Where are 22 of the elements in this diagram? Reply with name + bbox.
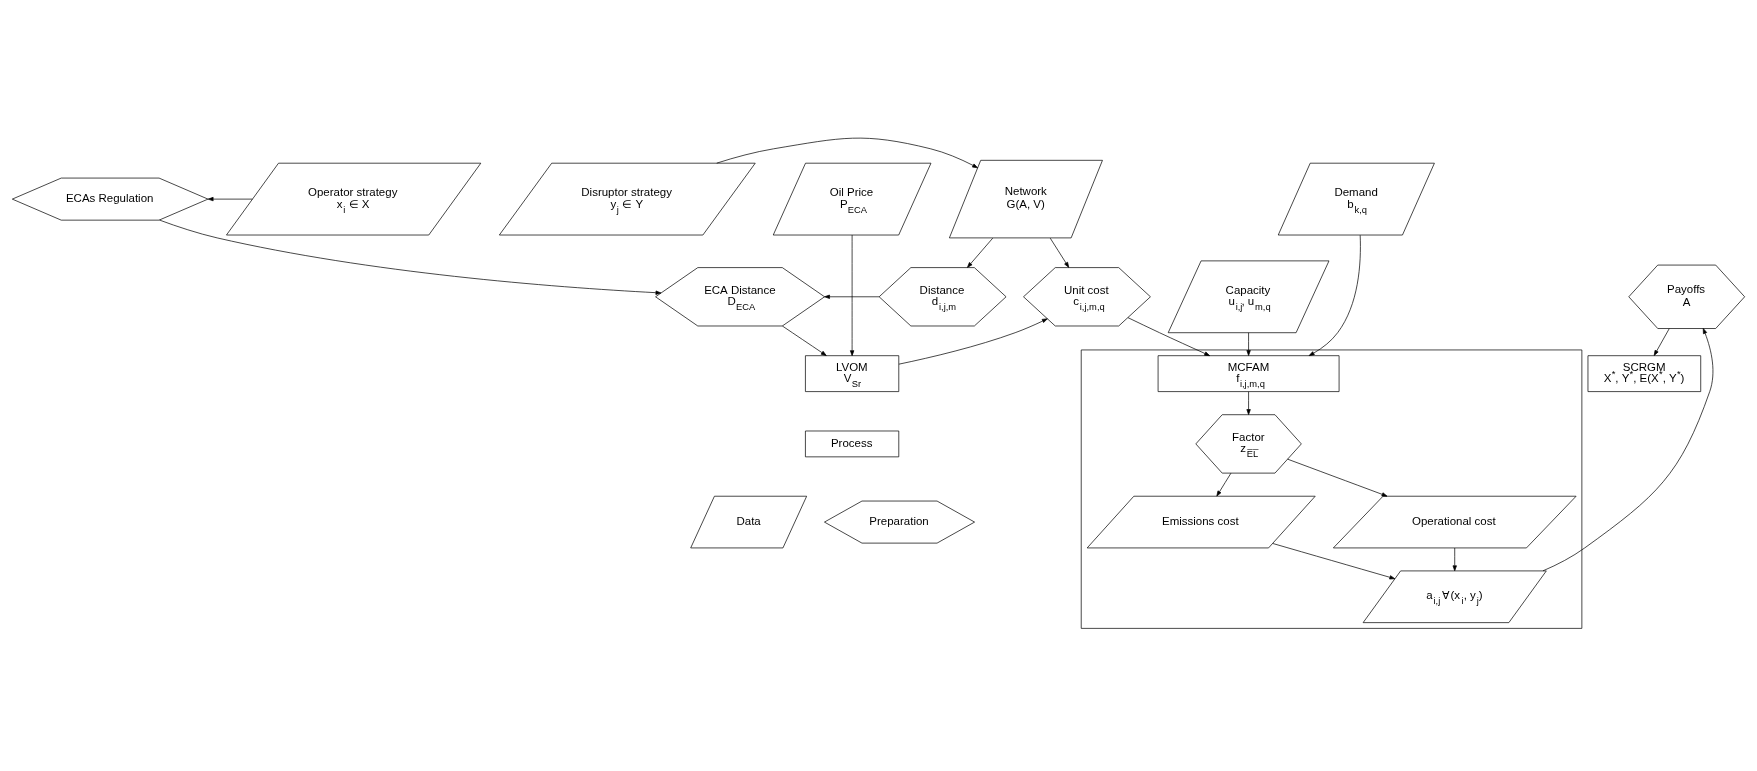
arrow bbox=[967, 237, 994, 268]
arrow bbox=[1272, 542, 1396, 579]
arrow bbox=[716, 137, 978, 168]
arrow bbox=[898, 317, 1048, 365]
arrow bbox=[1308, 234, 1361, 356]
arrow bbox=[824, 294, 880, 299]
arrow bbox=[1542, 327, 1714, 571]
arrow bbox=[850, 234, 855, 356]
arrow bbox=[1127, 316, 1211, 356]
arrow bbox=[1653, 327, 1670, 356]
node-box: Process bbox=[805, 430, 900, 457]
arrow bbox=[1246, 390, 1251, 415]
node-box: LVOM V$_{Sr}$ bbox=[805, 354, 900, 392]
arrow bbox=[1246, 331, 1251, 356]
arrow bbox=[1049, 237, 1070, 268]
arrow bbox=[159, 219, 662, 295]
arrow bbox=[1216, 472, 1232, 496]
node-box: SCRGM X$^{*}$, Y$^{*}$, E(X$^{*}$, Y$^{*}$) bbox=[1587, 354, 1702, 392]
arrow bbox=[207, 196, 253, 201]
arrow bbox=[782, 325, 827, 356]
arrow bbox=[1452, 547, 1457, 571]
arrow bbox=[1287, 458, 1388, 497]
